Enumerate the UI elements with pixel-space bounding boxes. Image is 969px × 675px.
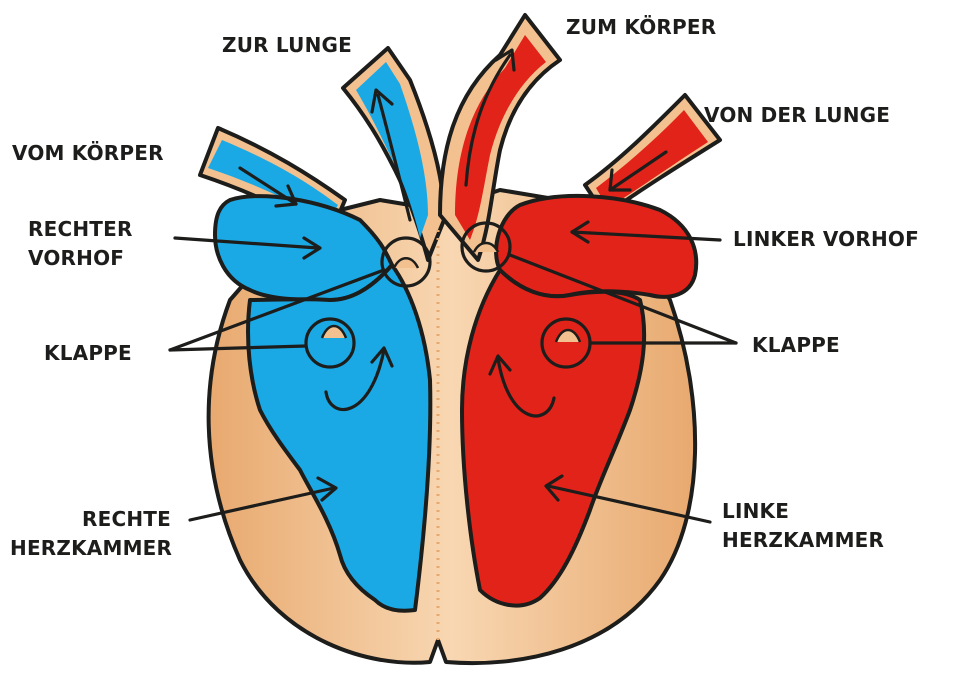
label-vom-koerper: VOM KÖRPER bbox=[12, 141, 164, 165]
label-klappe-right: KLAPPE bbox=[752, 333, 840, 357]
left-atrium bbox=[496, 196, 696, 297]
label-rechte-herzkammer-1: RECHTE bbox=[82, 507, 171, 531]
label-rechter-vorhof-2: VORHOF bbox=[28, 246, 124, 270]
label-klappe-left: KLAPPE bbox=[44, 341, 132, 365]
label-linke-herzkammer-2: HERZKAMMER bbox=[722, 528, 884, 552]
label-linke-herzkammer-1: LINKE bbox=[722, 499, 789, 523]
label-rechte-herzkammer-2: HERZKAMMER bbox=[10, 536, 172, 560]
label-rechter-vorhof-1: RECHTER bbox=[28, 217, 133, 241]
label-linker-vorhof: LINKER VORHOF bbox=[733, 227, 919, 251]
label-von-der-lunge: VON DER LUNGE bbox=[704, 103, 890, 127]
label-zum-koerper: ZUM KÖRPER bbox=[566, 15, 716, 39]
label-zur-lunge: ZUR LUNGE bbox=[222, 33, 352, 57]
